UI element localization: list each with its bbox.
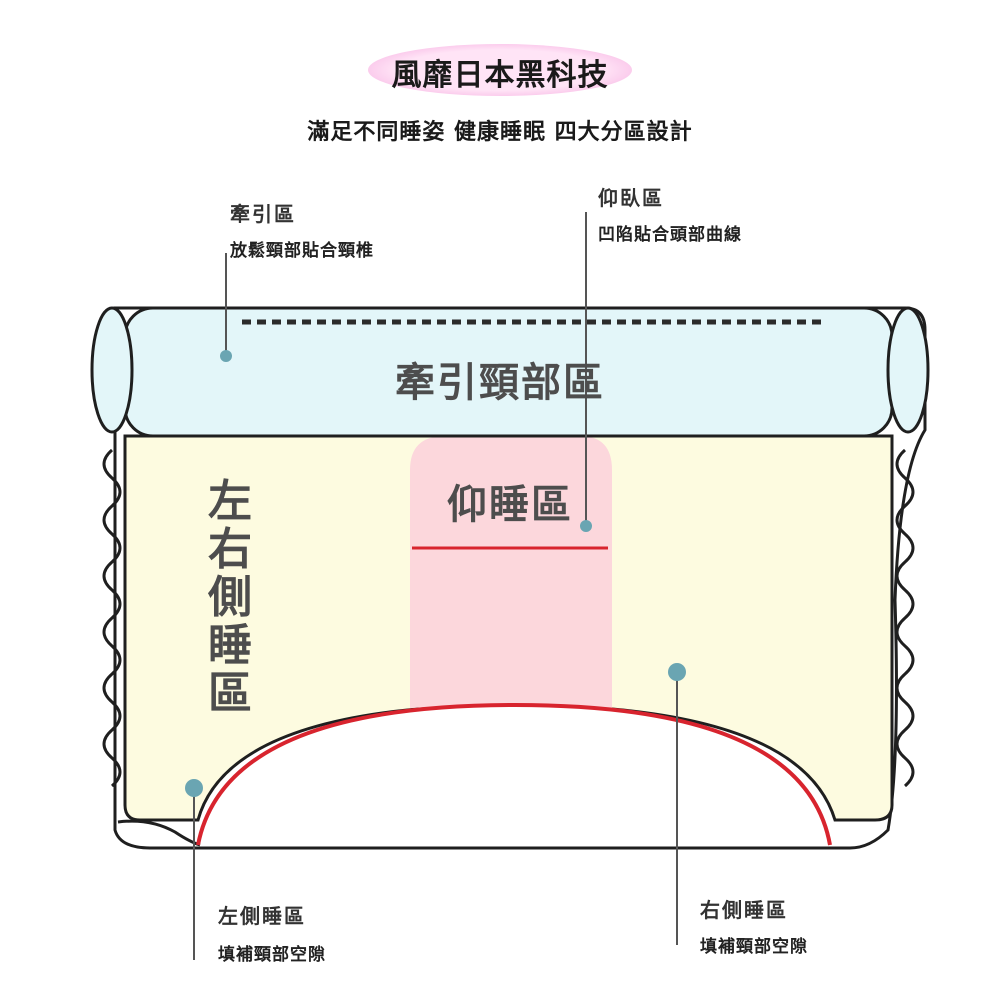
left-roll — [90, 306, 134, 434]
neck-contour — [196, 702, 832, 846]
left-side-callout-title: 左側睡區 — [218, 904, 306, 928]
side-label-char: 睡 — [208, 620, 252, 671]
right-side-marker — [668, 663, 686, 681]
right-wave — [895, 448, 915, 788]
traction-marker — [220, 350, 232, 362]
supine-zone — [410, 436, 612, 708]
side-sleep-zone-label: 左 右 側 睡 區 — [200, 478, 260, 718]
left-wave — [102, 448, 122, 788]
supine-callout-desc: 凹陷貼合頭部曲線 — [598, 225, 742, 245]
brand-title: 風靡日本黑科技 — [391, 58, 609, 93]
side-label-char: 左 — [208, 476, 252, 527]
right-side-callout-desc: 填補頸部空隙 — [700, 937, 808, 957]
supine-marker — [580, 520, 592, 532]
right-side-callout-title: 右側睡區 — [700, 898, 788, 922]
right-roll — [886, 306, 930, 434]
traction-callout-title: 牽引區 — [230, 202, 296, 226]
side-label-char: 側 — [208, 572, 252, 623]
left-side-callout-desc: 填補頸部空隙 — [218, 945, 326, 965]
traction-zone-label: 牽引頸部區 — [395, 360, 605, 406]
brand-highlight — [368, 44, 632, 96]
supine-callout-title: 仰臥區 — [598, 186, 664, 210]
traction-callout-desc: 放鬆頸部貼合頸椎 — [230, 241, 374, 261]
side-label-char: 右 — [208, 524, 252, 575]
supine-zone-label: 仰睡區 — [447, 482, 573, 528]
subtitle: 滿足不同睡姿 健康睡眠 四大分區設計 — [307, 120, 693, 145]
left-side-marker — [185, 779, 203, 797]
side-label-char: 區 — [208, 668, 252, 719]
